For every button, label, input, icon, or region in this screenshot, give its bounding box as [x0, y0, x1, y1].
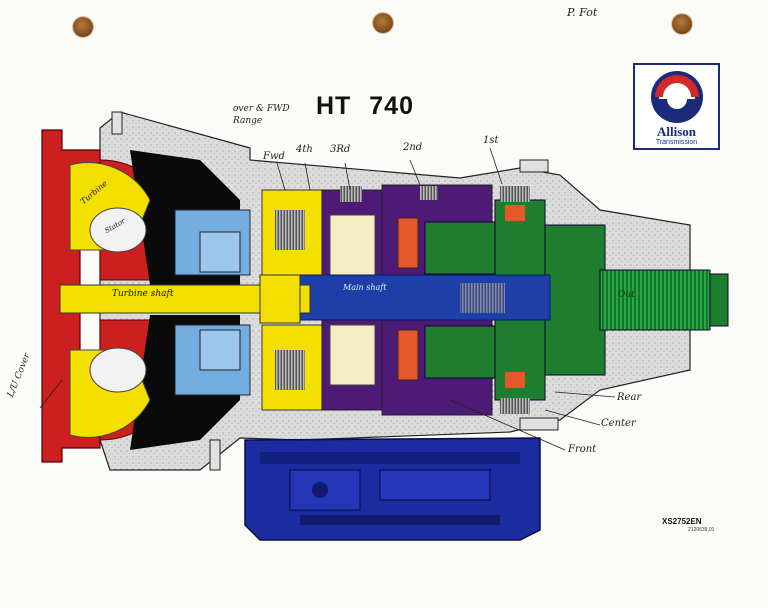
binder-hole	[373, 13, 393, 33]
planetary-gears	[424, 186, 546, 414]
allison-logo-icon	[651, 71, 703, 123]
handwritten-range: Range	[233, 116, 263, 126]
third-clutch	[321, 186, 383, 411]
document-subcode: 2120639.01	[688, 527, 715, 533]
forward-clutch	[261, 189, 323, 411]
annotation-lines	[39, 147, 616, 451]
handwritten-center: Center	[601, 418, 636, 429]
handwritten-front: Front	[568, 444, 597, 455]
handwritten-over-fwd: over & FWD	[233, 104, 290, 114]
main-shaft	[299, 274, 551, 321]
logo-sub-text: Transmission	[655, 139, 698, 146]
handwritten-main-shaft: Main shaft	[343, 283, 387, 292]
handwritten-output: Out	[618, 290, 635, 300]
turbine	[69, 162, 151, 438]
handwritten-fourth: 4th	[296, 144, 313, 155]
binder-hole	[672, 14, 692, 34]
handwritten-third: 3Rd	[330, 144, 351, 155]
handwritten-rear: Rear	[617, 392, 642, 403]
oil-pan	[244, 437, 541, 541]
allison-logo: Allison Transmission	[633, 63, 720, 150]
handwritten-corner-note: P. Fot	[567, 6, 598, 19]
front-support	[174, 209, 251, 396]
binder-hole	[73, 17, 93, 37]
handwritten-fwd: Fwd	[263, 151, 285, 162]
handwritten-turbine-shaft: Turbine shaft	[112, 289, 174, 299]
handwritten-first: 1st	[483, 135, 499, 146]
turbine-shaft	[59, 274, 311, 324]
handwritten-second: 2nd	[403, 142, 423, 153]
output-shaft	[544, 224, 729, 376]
diagram-title: HT 740	[316, 92, 414, 120]
logo-brand-text: Allison	[656, 124, 696, 139]
document-code: XS2752EN	[662, 517, 702, 526]
